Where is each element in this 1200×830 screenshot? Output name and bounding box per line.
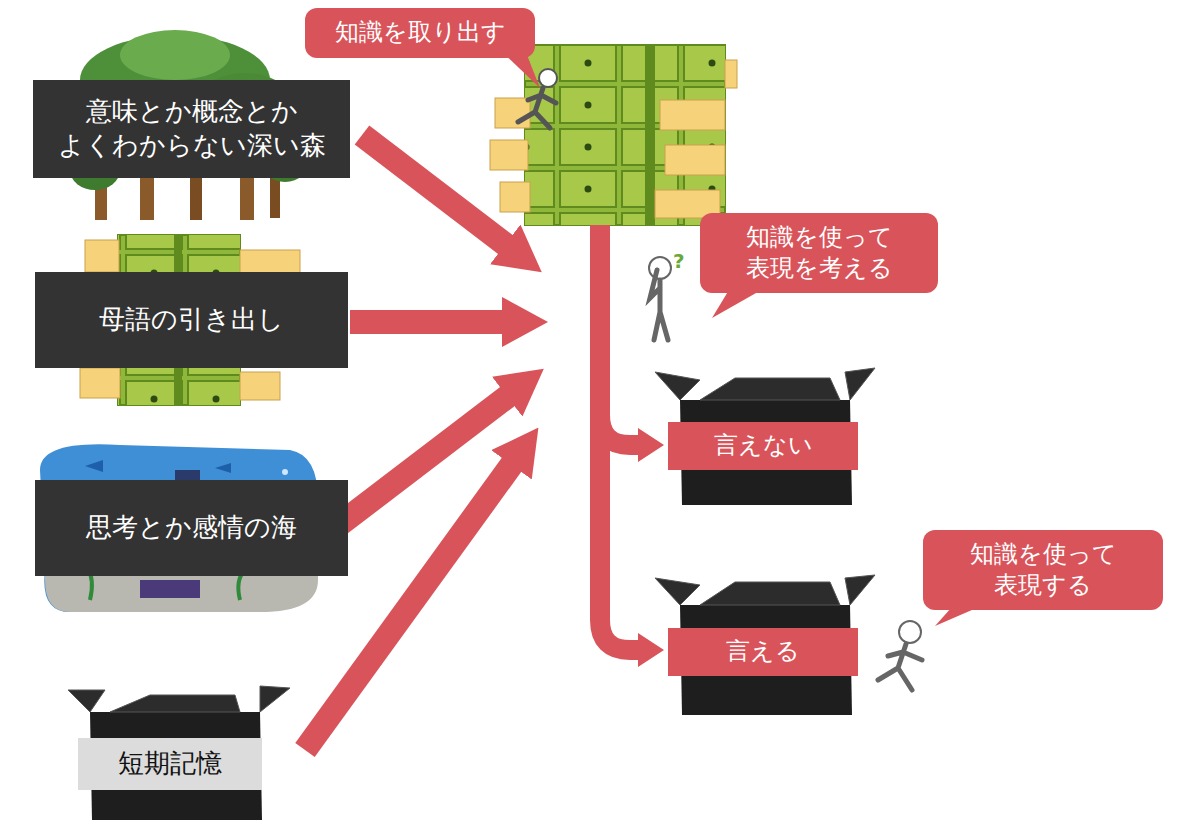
node-text: 短期記憶 [118, 747, 222, 781]
callout-box: 知識を取り出す [305, 8, 535, 58]
node-text: 思考とか感情の海 [86, 511, 297, 545]
drawer-label: 母語の引き出し [35, 272, 348, 368]
question-mark: ? [673, 249, 685, 273]
red-arrow [305, 135, 515, 750]
node-text: 知識を取り出す [335, 17, 506, 48]
result-label: 言える [668, 628, 858, 676]
sea-label: 思考とか感情の海 [35, 480, 348, 576]
callout-box: 知識を使って 表現する [923, 530, 1163, 610]
branch-line [600, 225, 642, 650]
node-text: 言えない [714, 430, 813, 461]
box-illustration [68, 368, 875, 820]
callout-box: 知識を使って 表現を考える [700, 213, 938, 293]
node-text: 意味とか概念とか よくわからない深い森 [47, 95, 336, 163]
running-figure [878, 621, 922, 690]
callout-tail [500, 50, 995, 626]
node-text: 母語の引き出し [99, 303, 284, 337]
memory-label: 短期記憶 [78, 738, 262, 790]
drawer-illustration [80, 235, 300, 405]
node-text: 知識を使って 表現する [937, 539, 1149, 601]
result-label: 言えない [668, 422, 858, 470]
thinking-figure: ? [649, 249, 685, 340]
cabinet-illustration [490, 45, 737, 225]
forest-label: 意味とか概念とか よくわからない深い森 [33, 80, 350, 178]
node-text: 言える [726, 636, 800, 667]
node-text: 知識を使って 表現を考える [714, 222, 924, 284]
